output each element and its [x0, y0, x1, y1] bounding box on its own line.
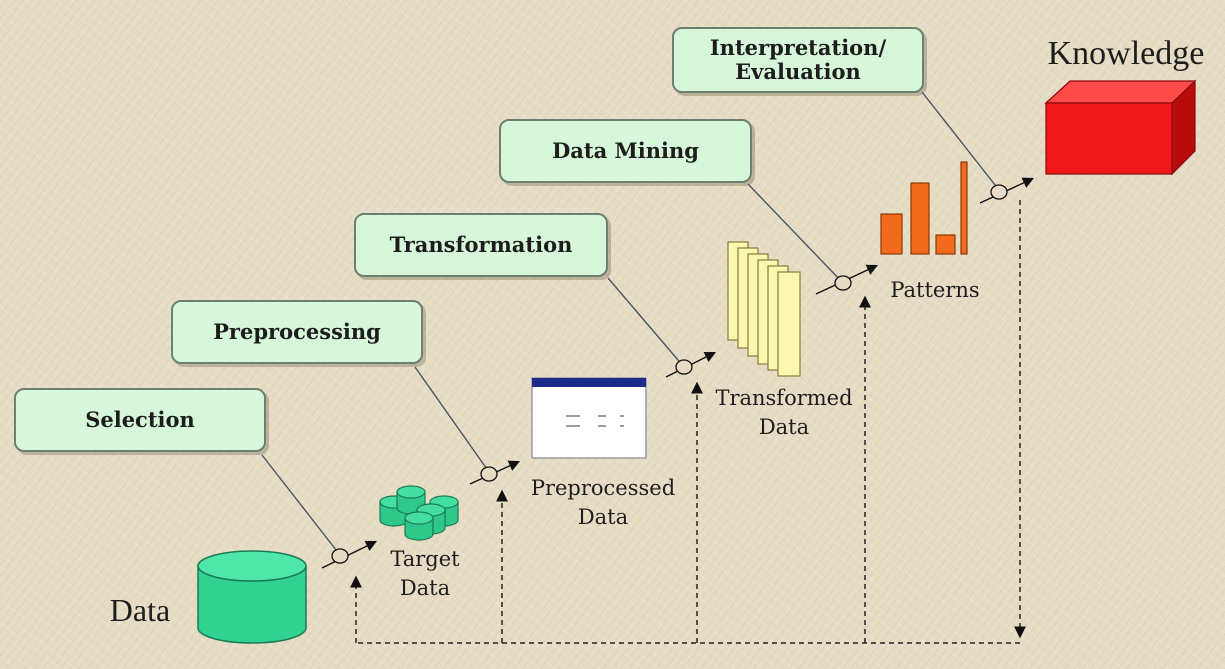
step-selection: Selection [14, 388, 266, 452]
transformation-arrow-ring [675, 359, 693, 375]
step-preprocessing: Preprocessing [171, 300, 423, 364]
stage-preprocessed-line2: Data [577, 505, 629, 529]
step-data-mining-label: Data Mining [552, 138, 699, 163]
preprocessing-arrow-ring [480, 466, 498, 482]
stage-preprocessed-line1: Preprocessed [530, 476, 676, 500]
stage-preprocessed-data-label: Preprocessed Data [522, 474, 684, 532]
stage-transformed-data-label: Transformed Data [704, 384, 864, 442]
stage-transformed-line1: Transformed [715, 386, 853, 410]
knowledge-cube-icon [1044, 79, 1197, 176]
stage-transformed-line2: Data [758, 415, 810, 439]
target-data-icon [379, 485, 459, 541]
patterns-bars-icon [880, 161, 968, 255]
transformation-connector [607, 277, 685, 368]
step-interpretation-line1: Interpretation/ [709, 35, 887, 60]
database-icon [197, 550, 307, 644]
preprocessed-table-icon [531, 377, 647, 459]
stage-knowledge-label: Knowledge [1047, 35, 1205, 72]
interpretation-arrow-ring [990, 184, 1008, 200]
datamining-arrow-ring [834, 275, 852, 291]
step-preprocessing-label: Preprocessing [213, 319, 381, 344]
selection-connector [261, 454, 341, 556]
step-interpretation: Interpretation/ Evaluation [672, 27, 924, 93]
transformed-pages-icon [727, 241, 801, 377]
stage-data-label: Data [109, 592, 171, 628]
step-selection-label: Selection [85, 407, 195, 432]
step-data-mining: Data Mining [499, 119, 752, 183]
step-transformation-label: Transformation [389, 232, 573, 257]
step-interpretation-line2: Evaluation [735, 59, 861, 84]
stage-target-line1: Target [390, 547, 460, 571]
selection-arrow-ring [331, 548, 349, 564]
step-transformation: Transformation [354, 213, 608, 277]
datamining-connector [747, 183, 844, 284]
interpretation-connector [921, 91, 1000, 191]
preprocessing-connector [414, 366, 490, 473]
stage-target-data-label: Target Data [380, 545, 470, 603]
stage-target-line2: Data [399, 576, 451, 600]
stage-patterns-label: Patterns [890, 278, 980, 302]
